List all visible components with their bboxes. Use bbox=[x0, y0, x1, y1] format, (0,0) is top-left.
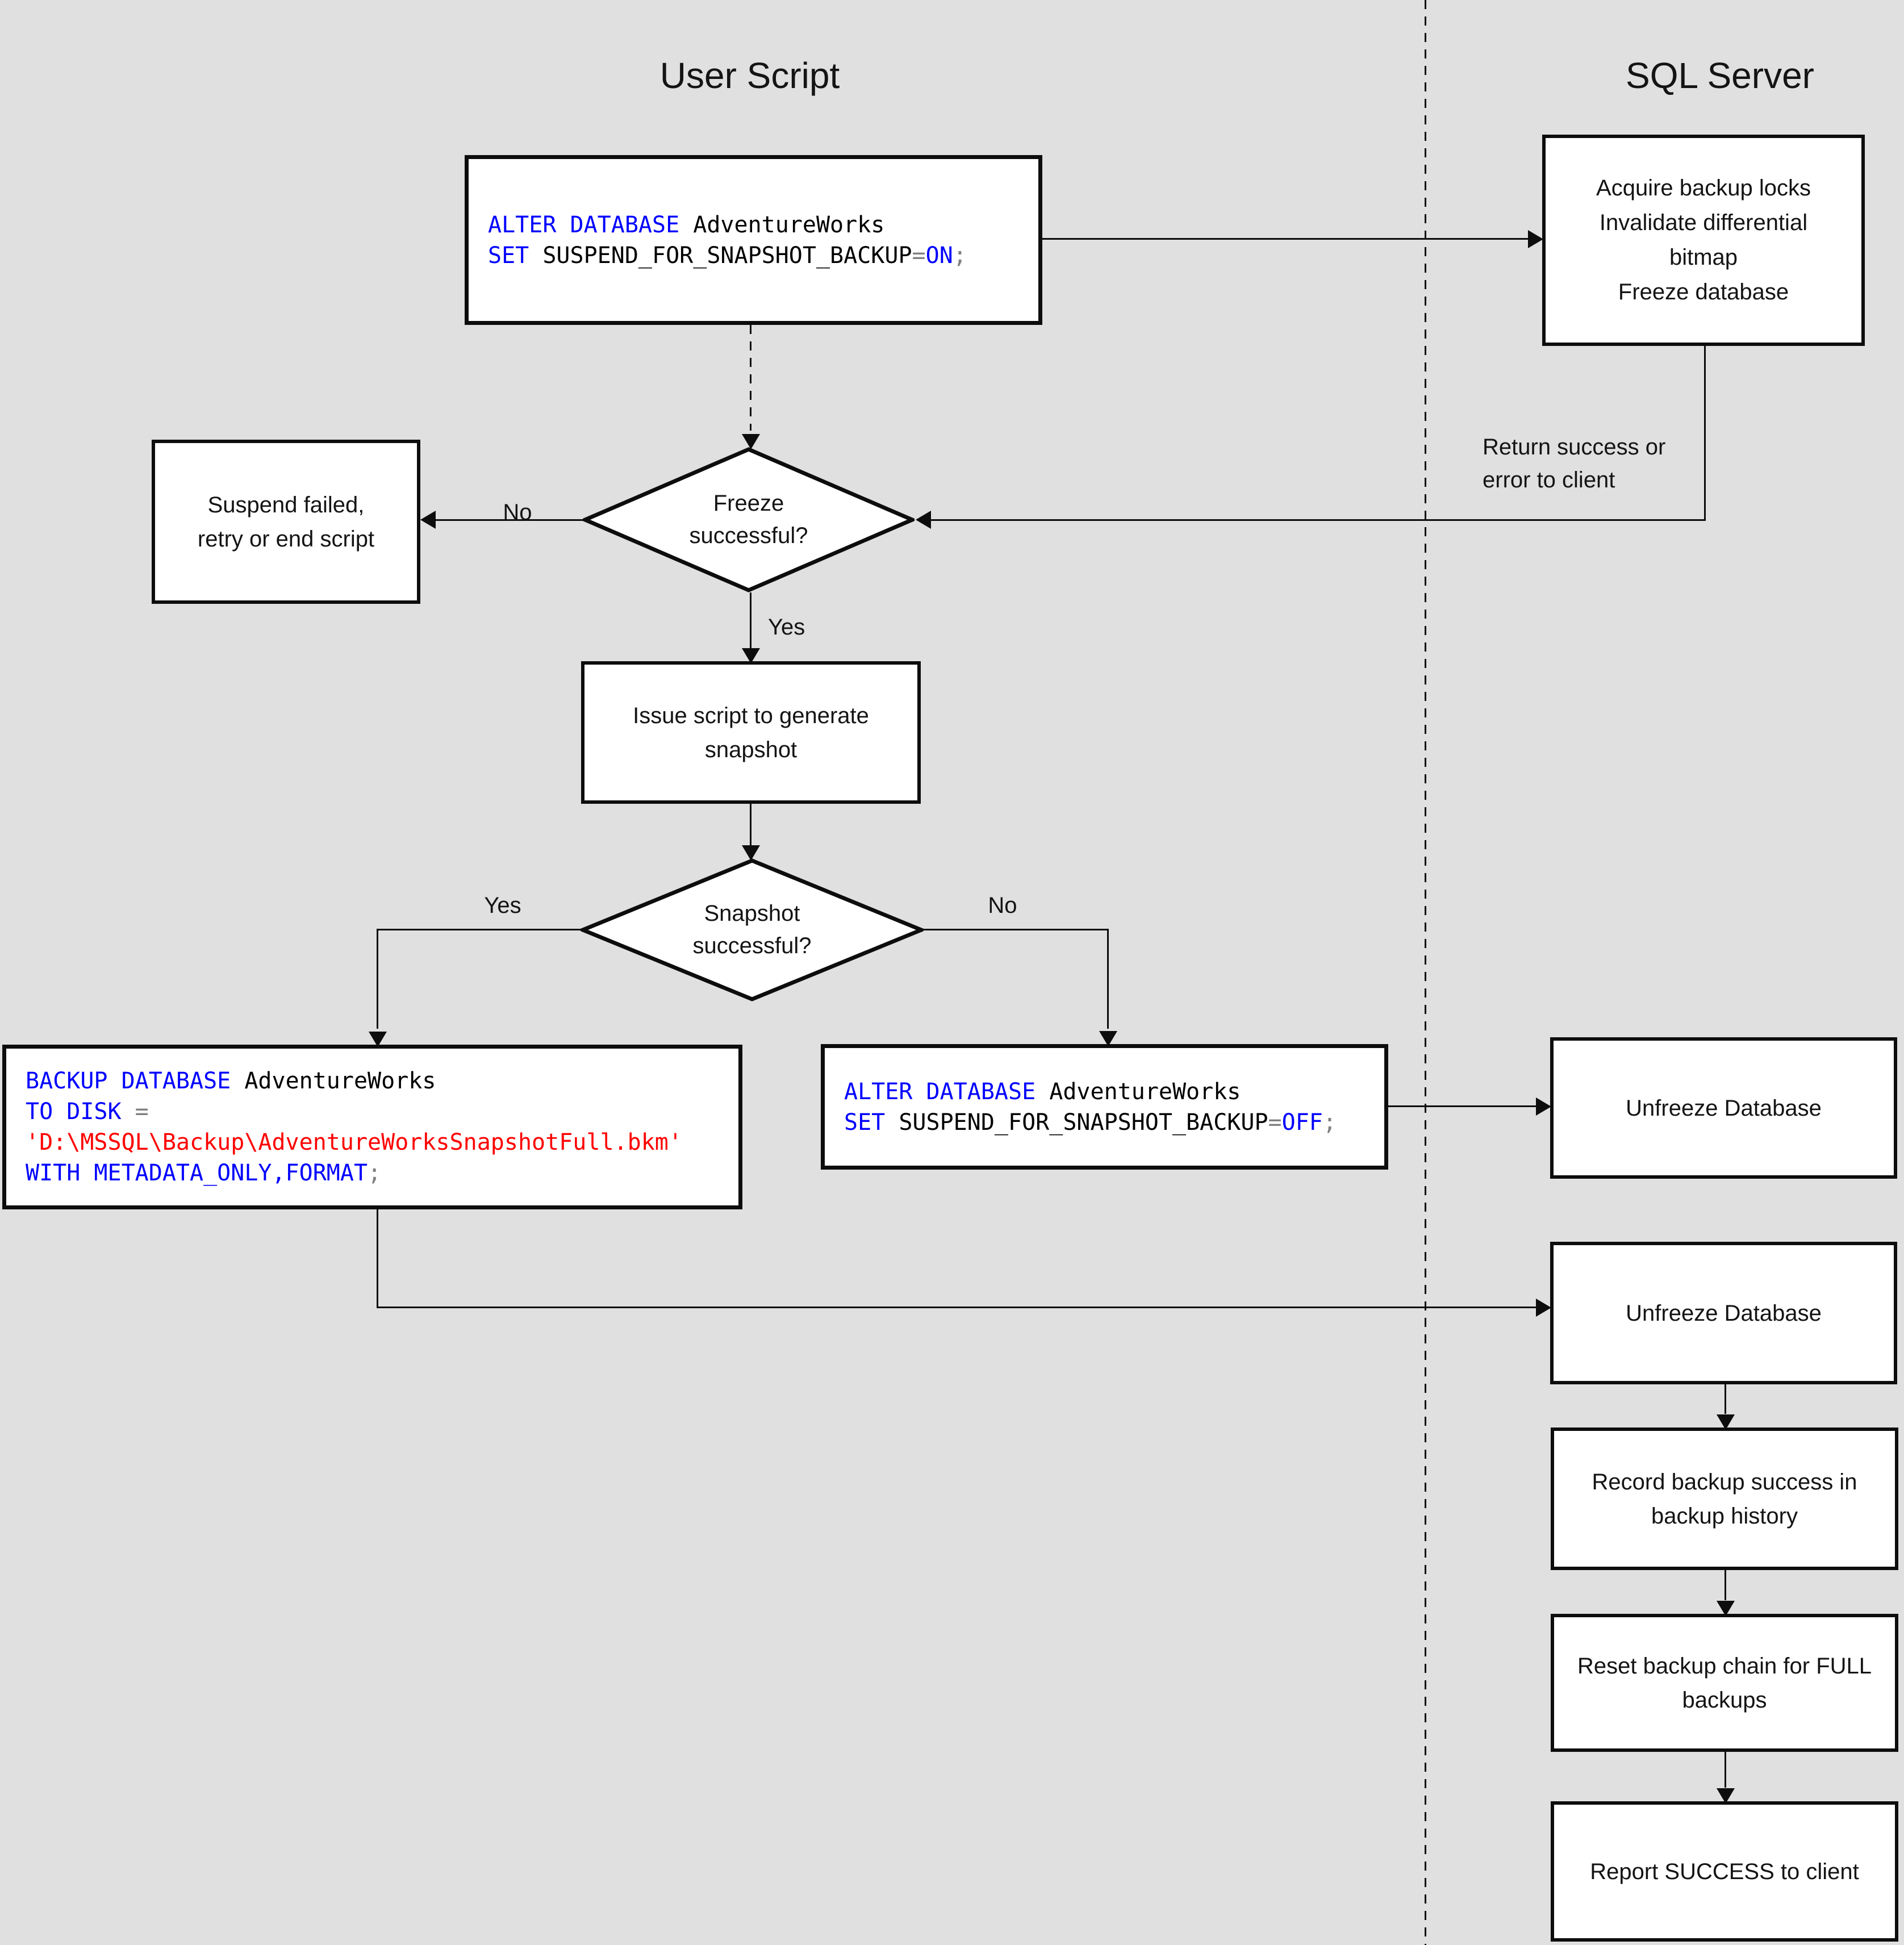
user-script-lane-title: User Script bbox=[659, 55, 840, 96]
freeze-decision-label: Freeze successful? bbox=[689, 491, 808, 548]
lane-divider-dashed-line bbox=[1425, 0, 1426, 1945]
connector-issue-to-snapshot bbox=[750, 804, 751, 845]
arrowhead-into-unfreeze2-icon bbox=[1536, 1299, 1551, 1317]
freeze-decision-shape bbox=[580, 447, 917, 592]
connector-reset-to-report bbox=[1725, 1752, 1726, 1788]
acquire-locks-box: Acquire backup locks Invalidate differen… bbox=[1542, 135, 1865, 346]
sql-server-lane-title: SQL Server bbox=[1626, 55, 1814, 96]
arrowhead-into-issue-icon bbox=[742, 648, 760, 663]
snapshot-no-label: No bbox=[988, 893, 1017, 918]
connector-snapshot-yes-h bbox=[377, 929, 581, 930]
arrowhead-into-unfreeze1-icon bbox=[1536, 1097, 1551, 1116]
unfreeze-database-box-1: Unfreeze Database bbox=[1550, 1037, 1897, 1179]
arrowhead-into-suspend-icon bbox=[420, 511, 436, 529]
snapshot-decision-label: Snapshot successful? bbox=[692, 901, 812, 958]
arrowhead-into-record-icon bbox=[1717, 1414, 1735, 1430]
suspend-failed-box: Suspend failed, retry or end script bbox=[152, 440, 420, 604]
arrowhead-into-snapshot-icon bbox=[742, 845, 760, 861]
connector-freeze-no bbox=[434, 519, 583, 521]
freeze-no-label: No bbox=[503, 500, 532, 525]
snapshot-decision-shape bbox=[577, 858, 927, 1001]
reset-backup-chain-box: Reset backup chain for FULL backups bbox=[1551, 1614, 1898, 1752]
snapshot-yes-label: Yes bbox=[484, 893, 521, 918]
arrowhead-into-backup-icon bbox=[369, 1032, 387, 1047]
connector-record-to-reset bbox=[1725, 1570, 1726, 1600]
freeze-yes-label: Yes bbox=[768, 615, 805, 640]
connector-snapshot-no-v bbox=[1107, 929, 1109, 1029]
issue-script-box: Issue script to generate snapshot bbox=[581, 661, 921, 804]
arrowhead-into-report-icon bbox=[1717, 1788, 1735, 1804]
arrowhead-into-freeze-top-icon bbox=[742, 434, 760, 449]
unfreeze-database-box-2: Unfreeze Database bbox=[1550, 1242, 1897, 1384]
connector-acquire-down bbox=[1704, 346, 1706, 521]
return-success-note: Return success or error to client bbox=[1483, 435, 1666, 492]
connector-alteroff-to-unfreeze1 bbox=[1388, 1105, 1536, 1107]
connector-snapshot-yes-v bbox=[377, 929, 378, 1029]
freeze-decision-diamond-icon bbox=[580, 447, 917, 592]
arrowhead-into-acquire-icon bbox=[1528, 230, 1543, 248]
connector-backup-to-unfreeze2 bbox=[377, 1307, 1536, 1308]
connector-alteron-to-freeze-dashed bbox=[750, 325, 751, 431]
record-backup-history-box: Record backup success in backup history bbox=[1551, 1428, 1898, 1570]
connector-alteron-to-acquire bbox=[1042, 238, 1529, 240]
connector-snapshot-no-h bbox=[924, 929, 1109, 930]
connector-backup-down bbox=[377, 1209, 378, 1308]
connector-return-to-freeze bbox=[930, 519, 1705, 521]
snapshot-decision-diamond-icon bbox=[577, 858, 927, 1001]
arrowhead-into-freeze-icon bbox=[916, 511, 931, 529]
arrowhead-into-reset-icon bbox=[1717, 1601, 1735, 1616]
report-success-box: Report SUCCESS to client bbox=[1551, 1801, 1898, 1942]
connector-unfreeze2-to-record bbox=[1725, 1384, 1726, 1414]
arrowhead-into-alteroff-icon bbox=[1099, 1031, 1117, 1046]
connector-freeze-yes bbox=[750, 592, 751, 648]
